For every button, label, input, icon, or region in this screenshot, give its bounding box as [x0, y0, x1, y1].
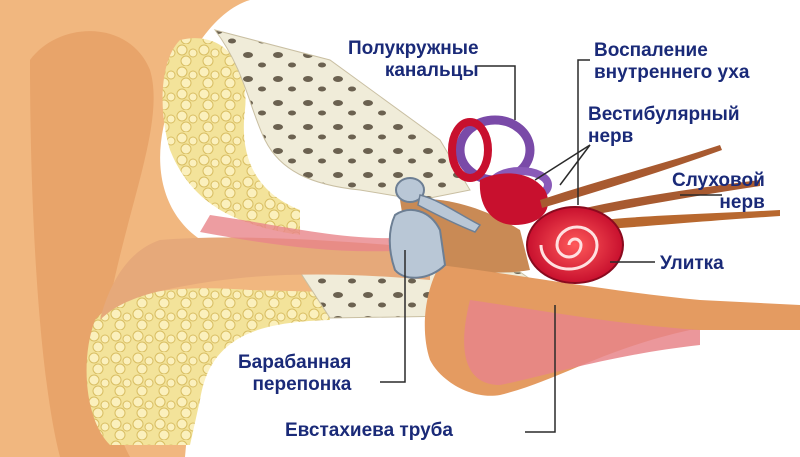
ear-helix-shadow: [30, 31, 154, 457]
label-auditory-nerve: Слуховой нерв: [672, 170, 765, 213]
leader-vestibular-2: [534, 144, 591, 181]
leader-eustachian: [525, 305, 556, 433]
eustachian-tube-inner: [464, 300, 700, 385]
leader-inflammation: [577, 59, 590, 205]
ear-canal-lining: [200, 215, 410, 252]
label-semicircular-canals: Полукружные канальцы: [348, 38, 479, 81]
ossicle-malleus: [395, 177, 425, 203]
lower-cartilage: [86, 288, 330, 445]
label-eardrum: Барабанная перепонка: [238, 352, 352, 395]
leader-vestibular: [559, 144, 591, 186]
leader-eardrum: [380, 250, 406, 383]
upper-bone: [213, 29, 471, 201]
label-inner-ear-inflammation: Воспаление внутреннего уха: [594, 40, 750, 83]
ossicle-incus: [417, 194, 482, 233]
ear-canal: [100, 237, 430, 320]
canal-2: [448, 118, 492, 182]
cochlea-spiral: [539, 225, 599, 271]
upper-cartilage: [162, 38, 300, 235]
nerve-bundle-1: [540, 145, 722, 208]
vestibule: [479, 173, 549, 225]
leader-semicircular: [475, 65, 516, 120]
nerve-bundle-2: [555, 180, 760, 222]
label-vestibular-nerve: Вестибулярный нерв: [588, 104, 740, 147]
eardrum-shape: [388, 209, 447, 279]
label-eustachian-tube: Евстахиева труба: [285, 420, 453, 441]
label-cochlea: Улитка: [660, 253, 724, 274]
leader-lines: [380, 59, 722, 433]
